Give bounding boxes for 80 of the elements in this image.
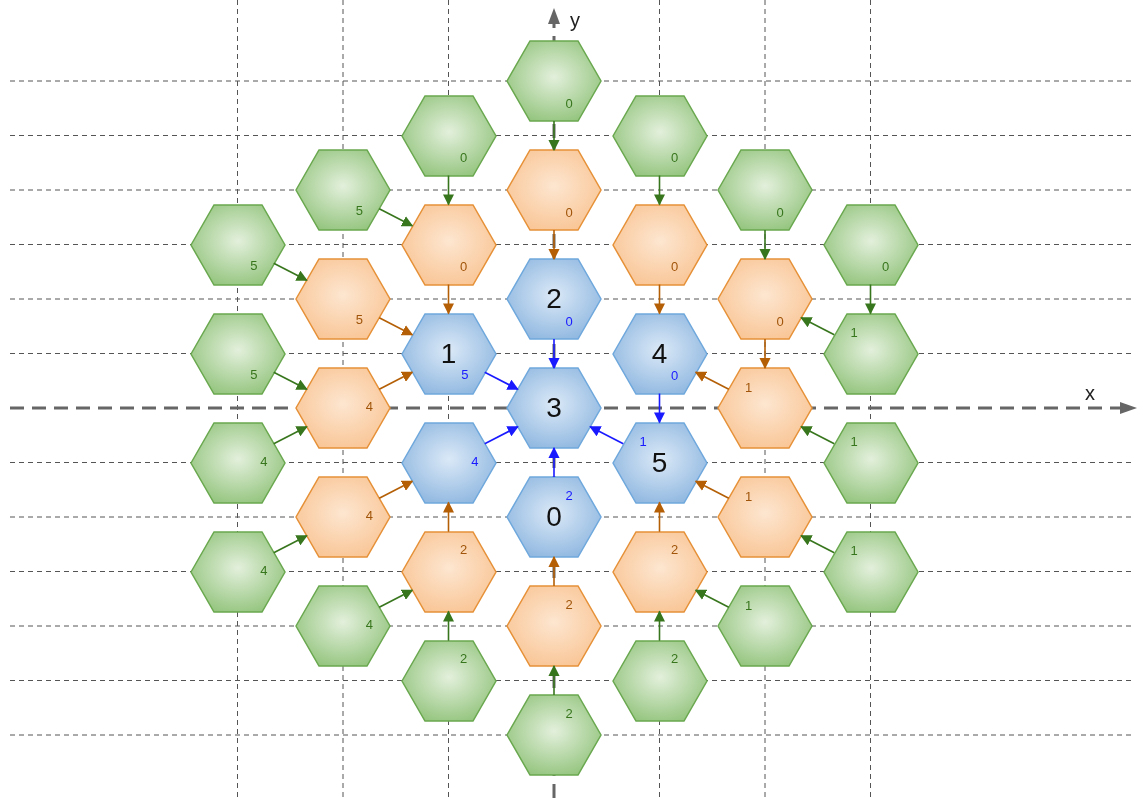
arrow — [378, 480, 414, 500]
port-number: 5 — [355, 204, 363, 218]
arrow — [759, 229, 771, 261]
arrow — [800, 425, 836, 445]
port-number: 4 — [365, 509, 373, 523]
port-number: 4 — [365, 400, 373, 414]
port-number: 4 — [365, 618, 373, 632]
port-number: 5 — [250, 258, 258, 272]
port-number: 0 — [459, 151, 468, 164]
arrow — [694, 371, 730, 391]
port-number: 0 — [776, 205, 784, 219]
port-number: 1 — [745, 598, 753, 612]
arrow — [694, 589, 730, 609]
port-number: 2 — [459, 652, 468, 665]
axis-label: y — [570, 10, 580, 30]
cell-number: 3 — [546, 394, 562, 422]
port-number: 2 — [565, 488, 573, 502]
arrow — [442, 501, 455, 533]
port-number: 2 — [670, 543, 679, 556]
port-number: 2 — [459, 543, 468, 556]
port-number: 0 — [565, 205, 573, 219]
arrow — [442, 283, 455, 315]
port-number: 1 — [745, 489, 753, 503]
arrow — [442, 610, 455, 642]
arrow — [378, 316, 414, 336]
arrow — [653, 392, 666, 424]
cell-number: 1 — [440, 339, 457, 368]
port-number: 0 — [565, 96, 573, 110]
port-number: 1 — [745, 380, 753, 394]
arrow — [272, 534, 308, 554]
arrow — [589, 425, 625, 445]
arrow — [548, 555, 560, 587]
port-number: 5 — [355, 313, 363, 327]
port-number: 2 — [565, 597, 573, 611]
port-number: 4 — [471, 454, 479, 468]
arrow — [653, 610, 666, 642]
arrow — [378, 371, 414, 391]
arrow — [378, 207, 414, 227]
arrow — [548, 120, 560, 152]
port-number: 0 — [670, 151, 679, 164]
arrow — [653, 501, 666, 533]
port-number: 0 — [459, 260, 468, 273]
port-number: 1 — [850, 544, 858, 558]
arrow — [800, 316, 836, 336]
arrow — [548, 229, 560, 261]
port-number: 0 — [881, 260, 890, 273]
arrow — [548, 664, 560, 696]
cell-number: 2 — [546, 285, 562, 313]
port-number: 0 — [565, 314, 573, 328]
port-number: 2 — [670, 652, 679, 665]
port-number: 1 — [639, 435, 647, 449]
cell-number: 4 — [651, 339, 668, 368]
arrow — [653, 174, 666, 206]
arrow — [378, 589, 414, 609]
arrow — [483, 425, 519, 445]
cell-number: 5 — [651, 448, 668, 477]
arrow — [800, 534, 836, 554]
arrow — [272, 371, 308, 391]
port-number: 5 — [461, 367, 469, 381]
arrow — [548, 338, 560, 370]
arrow — [548, 446, 560, 478]
arrow — [483, 371, 519, 391]
port-number: 1 — [850, 326, 858, 340]
axis-label: x — [1085, 383, 1095, 403]
cell-number: 0 — [546, 503, 562, 531]
port-number: 4 — [260, 454, 268, 468]
arrow — [272, 425, 308, 445]
arrow — [864, 283, 877, 315]
port-number: 0 — [670, 260, 679, 273]
port-number: 0 — [776, 314, 784, 328]
arrow — [442, 174, 455, 206]
port-number: 5 — [250, 367, 258, 381]
port-number: 2 — [565, 706, 573, 720]
port-number: 1 — [850, 435, 858, 449]
port-number: 0 — [670, 369, 679, 382]
port-number: 4 — [260, 563, 268, 577]
arrow — [272, 262, 308, 282]
arrow — [653, 283, 666, 315]
arrow — [694, 480, 730, 500]
arrow — [759, 338, 771, 370]
